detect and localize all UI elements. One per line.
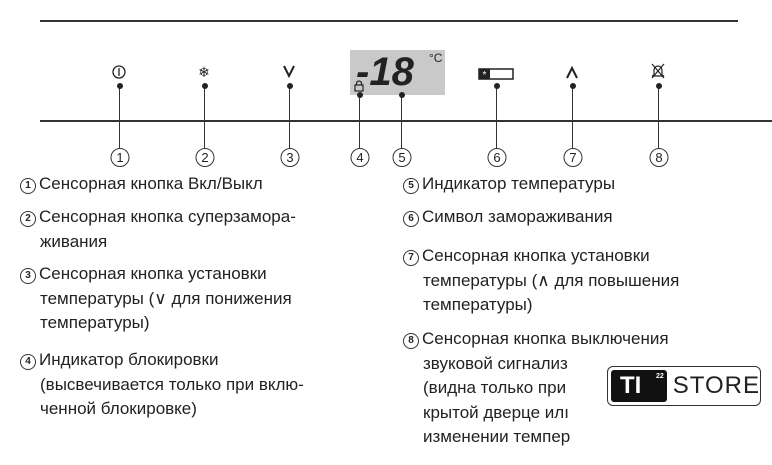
top-divider [40, 20, 738, 22]
chevron-down-icon[interactable] [282, 64, 296, 81]
temperature-display: -18 °C [350, 50, 445, 95]
svg-text:*: * [483, 70, 487, 80]
temperature-value: -18 [356, 50, 414, 94]
snowflake-icon[interactable]: ❄ [198, 64, 210, 80]
lock-icon [354, 78, 364, 95]
freeze-symbol-icon: * [478, 66, 514, 83]
panel-line [40, 120, 772, 122]
power-icon[interactable] [112, 64, 126, 83]
temperature-unit: °C [429, 51, 443, 65]
alarm-off-icon[interactable] [650, 62, 666, 83]
chevron-up-icon[interactable] [565, 65, 579, 83]
watermark-backdrop [598, 350, 772, 465]
